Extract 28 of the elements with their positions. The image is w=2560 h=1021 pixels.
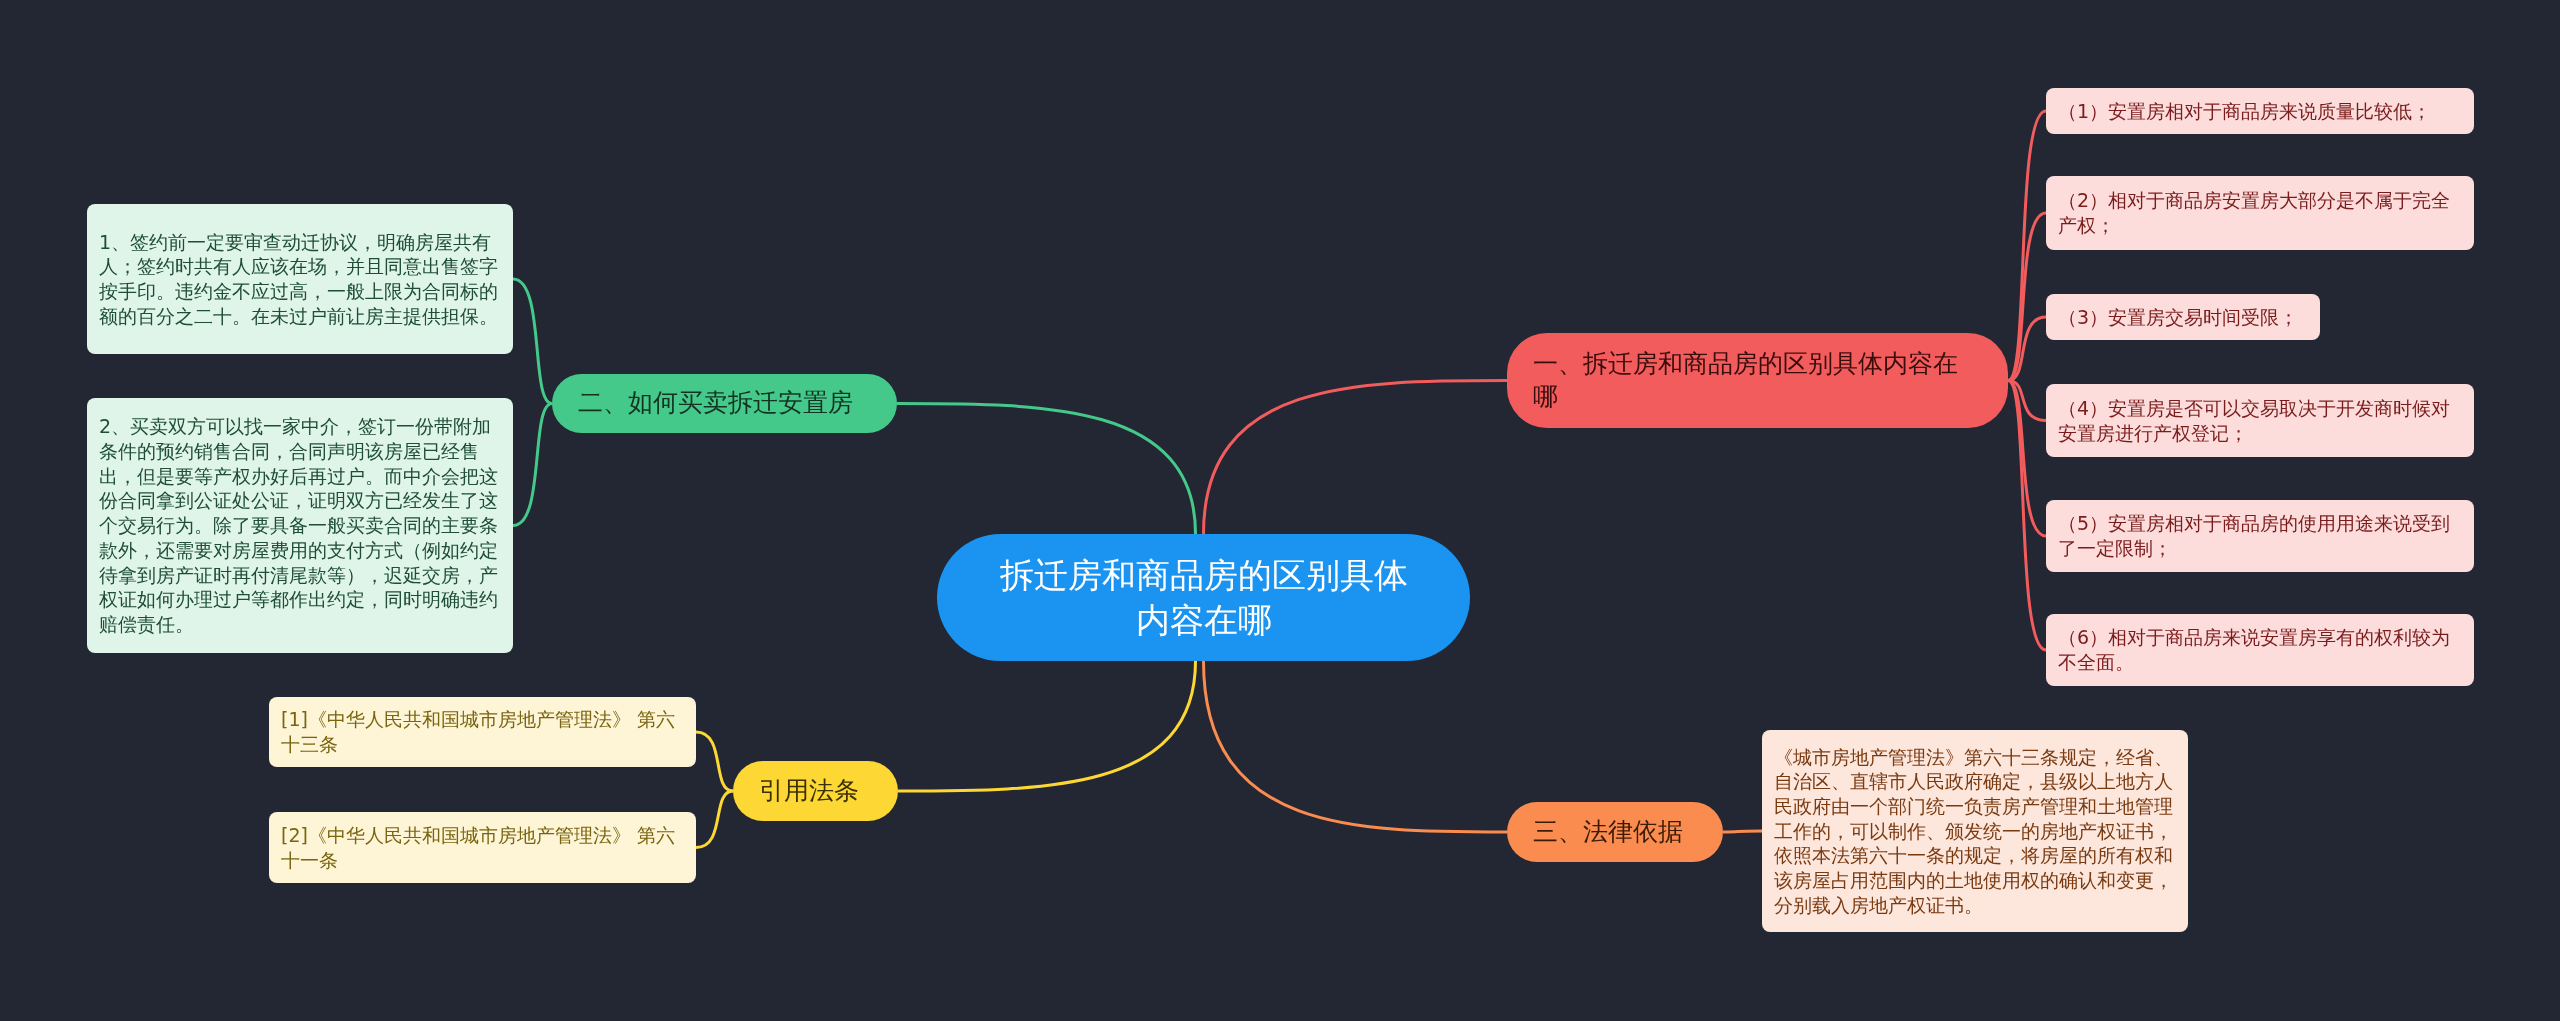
connector-line (897, 402, 1197, 535)
connector-line (1202, 379, 1507, 535)
note-box: [2]《中华人民共和国城市房地产管理法》 第六十一条 (269, 812, 696, 883)
note-box: （6）相对于商品房来说安置房享有的权利较为不全面。 (2046, 614, 2474, 686)
topic-box: 引用法条 (733, 761, 898, 821)
note-box: （4）安置房是否可以交易取决于开发商时候对安置房进行产权登记； (2046, 384, 2474, 457)
connector-line (512, 277, 553, 405)
central-topic: 拆迁房和商品房的区别具体内容在哪 (937, 534, 1470, 661)
note-box: （2）相对于商品房安置房大部分是不属于完全产权； (2046, 176, 2474, 250)
note-box: （5）安置房相对于商品房的使用用途来说受到了一定限制； (2046, 500, 2474, 572)
connector-line (2007, 211, 2047, 382)
connector-line (512, 402, 553, 527)
note-box: （1）安置房相对于商品房来说质量比较低； (2046, 88, 2474, 134)
connector-line (695, 730, 734, 793)
connector-line (1202, 660, 1507, 834)
connector-line (2006, 379, 2047, 652)
note-box: [1]《中华人民共和国城市房地产管理法》 第六十三条 (269, 697, 696, 767)
topic-box: 二、如何买卖拆迁安置房 (552, 374, 897, 433)
connector-line (695, 789, 734, 849)
connector-line (898, 660, 1197, 793)
connector-line (2006, 109, 2047, 382)
note-box: 2、买卖双方可以找一家中介，签订一份带附加条件的预约销售合同，合同声明该房屋已经售出，但是要等产权办好后再过户。而中介会把这份合同拿到公证处公证，证明双方已经发生了这个交易行为。除了要具备一般买卖合同的主要条款外，还需要对房屋费用的支付方式（例如约定待拿到房产证时再付清尾款等），迟延交房，产权证如何办理过户等都作出约定，同时明确违约赔偿责任。 (87, 398, 513, 653)
note-box: （3）安置房交易时间受限； (2046, 294, 2320, 340)
note-box: 1、签约前一定要审查动迁协议，明确房屋共有人；签约时共有人应该在场，并且同意出售签字按手印。违约金不应过高，一般上限为合同标的额的百分之二十。在未过户前让房主提供担保。 (87, 204, 513, 354)
topic-box: 三、法律依据 (1507, 802, 1723, 862)
connector-line (1723, 829, 1762, 834)
note-box: 《城市房地产管理法》第六十三条规定，经省、自治区、直辖市人民政府确定，县级以上地方人民政府由一个部门统一负责房产管理和土地管理工作的，可以制作、颁发统一的房地产权证书，依照本法第六十一条的规定，将房屋的所有权和该房屋占用范围内的土地使用权的确认和变更，分别载入房地产权证书。 (1762, 730, 2188, 932)
topic-box: 一、拆迁房和商品房的区别具体内容在哪 (1507, 333, 2008, 428)
